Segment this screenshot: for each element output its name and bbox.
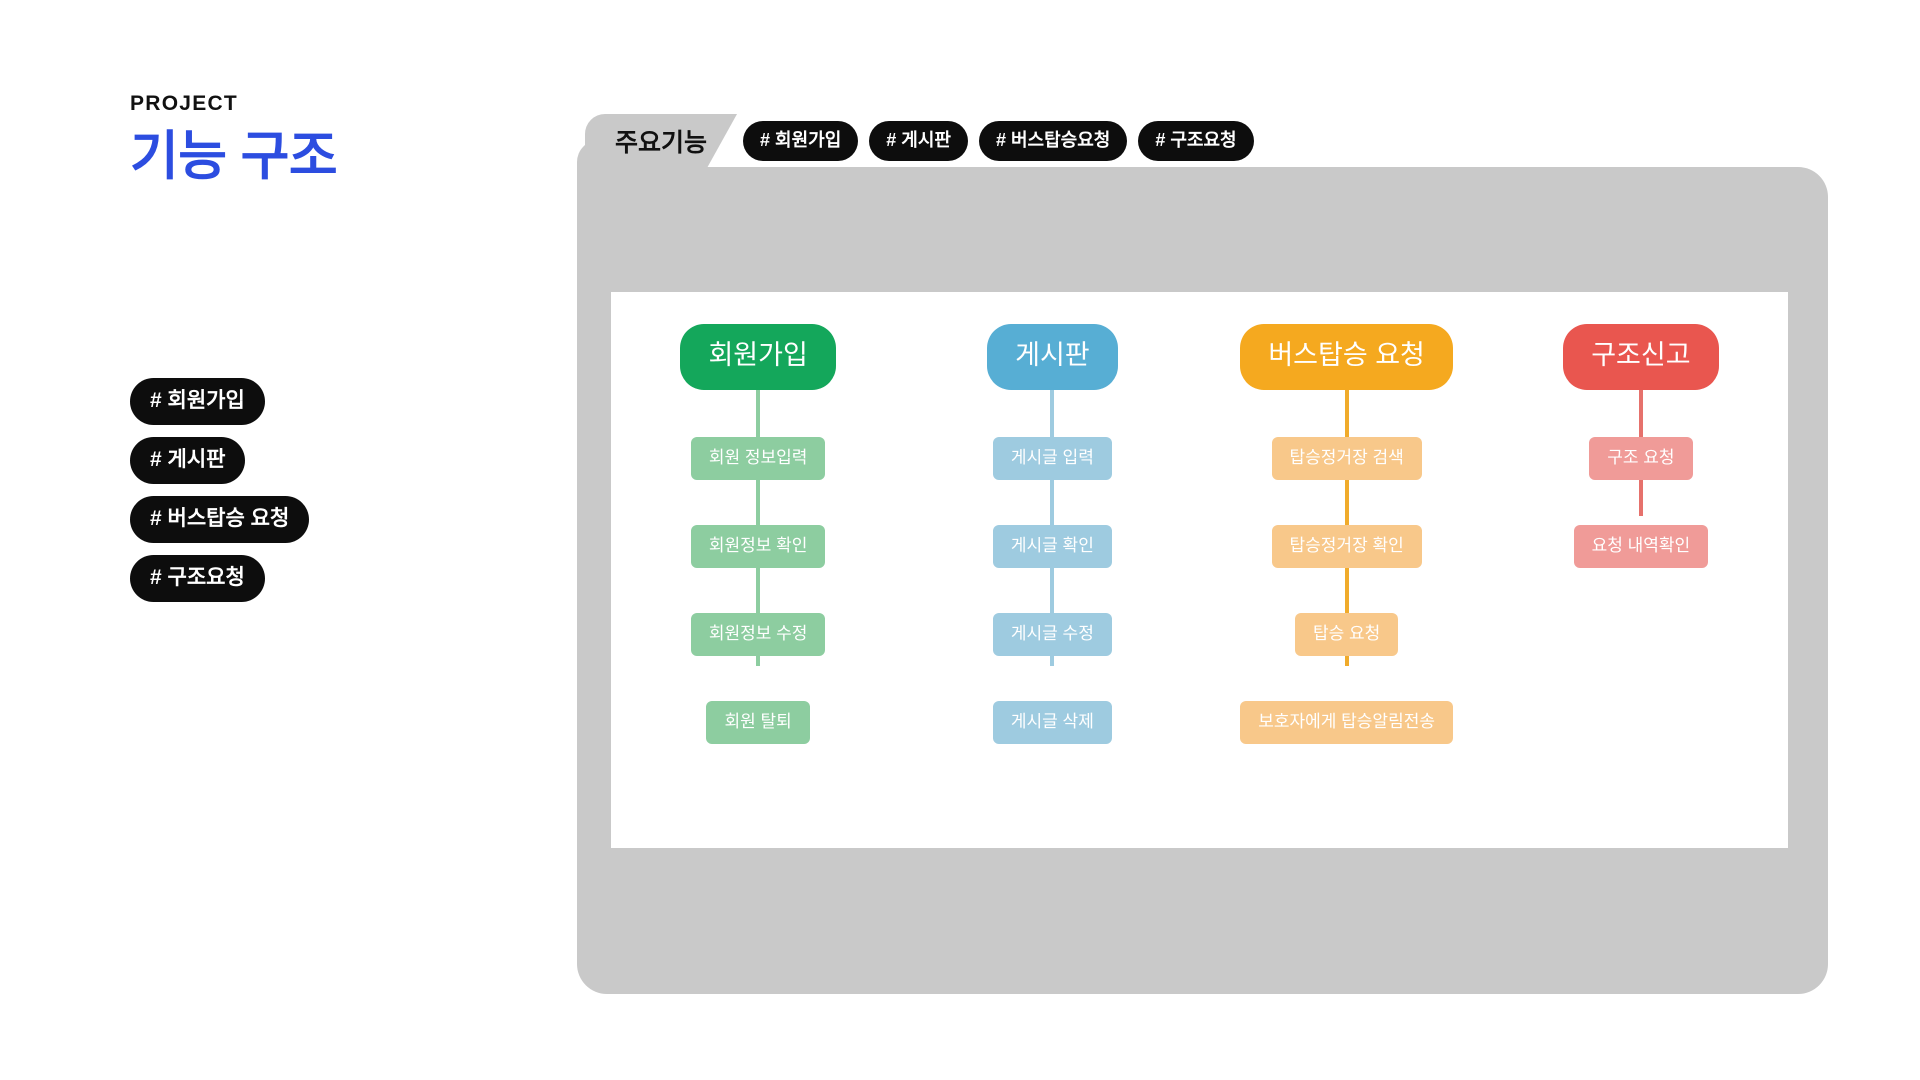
panel-chip-label: # 회원가입	[760, 130, 842, 150]
flow-node-label: 보호자에게 탑승알림전송	[1258, 712, 1435, 731]
panel-chip-label: # 버스탑승요청	[995, 130, 1111, 150]
flow-node[interactable]: 요청 내역확인	[1573, 525, 1709, 568]
flow-node-label: 게시글 확인	[1010, 536, 1094, 555]
flow-column-header[interactable]: 버스탑승 요청	[1240, 324, 1453, 390]
flow-node[interactable]: 게시글 수정	[992, 613, 1112, 656]
sidebar-tag[interactable]: # 구조요청	[130, 555, 265, 602]
flow-node[interactable]: 게시글 확인	[992, 525, 1112, 568]
flow-node-label: 게시글 입력	[1010, 448, 1094, 467]
page-title: 기능 구조	[130, 127, 338, 187]
flow-node-label: 요청 내역확인	[1591, 536, 1691, 555]
flow-column-header-label: 회원가입	[708, 340, 808, 370]
panel-tab-row: 주요기능 # 회원가입 # 게시판 # 버스탑승요청 # 구조요청	[585, 114, 1254, 168]
flow-column-header[interactable]: 게시판	[987, 324, 1118, 390]
flow-node-label: 게시글 삭제	[1010, 712, 1094, 731]
sidebar-tag-label: # 게시판	[150, 448, 226, 471]
panel-chip-label: # 게시판	[886, 130, 951, 150]
flow-node[interactable]: 게시글 입력	[992, 437, 1112, 480]
flow-column-header[interactable]: 구조신고	[1563, 324, 1719, 390]
panel-chip-label: # 구조요청	[1155, 130, 1237, 150]
flow-connector-line	[1050, 366, 1055, 666]
sidebar-tag-label: # 버스탑승 요청	[150, 507, 290, 530]
flow-connector-line	[756, 366, 761, 666]
flow-node-label: 회원 정보입력	[708, 448, 808, 467]
flow-node-label: 구조 요청	[1607, 448, 1675, 467]
tab-main-feature[interactable]: 주요기능	[585, 114, 737, 168]
flow-column-header[interactable]: 회원가입	[680, 324, 836, 390]
tab-main-feature-label: 주요기능	[615, 129, 708, 157]
title-block: PROJECT 기능 구조	[130, 92, 460, 188]
panel-chip[interactable]: # 구조요청	[1138, 121, 1254, 161]
flow-node-label: 게시글 수정	[1010, 624, 1094, 643]
flow-node[interactable]: 회원정보 수정	[690, 613, 826, 656]
flow-column-header-label: 버스탑승 요청	[1268, 340, 1425, 370]
flow-node-label: 회원정보 확인	[708, 536, 808, 555]
sidebar-tag-list: # 회원가입 # 게시판 # 버스탑승 요청 # 구조요청	[130, 378, 310, 602]
flow-node[interactable]: 탑승정거장 확인	[1271, 525, 1422, 568]
sidebar-tag[interactable]: # 회원가입	[130, 378, 265, 425]
flow-column-header-label: 구조신고	[1591, 340, 1691, 370]
flow-node-label: 탑승 요청	[1312, 624, 1381, 643]
flow-node-label: 탑승정거장 검색	[1289, 448, 1404, 467]
flow-node[interactable]: 보호자에게 탑승알림전송	[1240, 701, 1453, 744]
sidebar-tag-label: # 구조요청	[150, 566, 245, 589]
flow-node[interactable]: 구조 요청	[1589, 437, 1693, 480]
flow-node-label: 회원 탈퇴	[724, 712, 792, 731]
flow-connector-line	[1344, 366, 1349, 666]
project-eyebrow: PROJECT	[130, 92, 239, 115]
panel-chip[interactable]: # 버스탑승요청	[978, 121, 1128, 161]
flow-node[interactable]: 회원 정보입력	[690, 437, 826, 480]
flow-node[interactable]: 탑승정거장 검색	[1271, 437, 1422, 480]
flow-node-label: 회원정보 수정	[708, 624, 808, 643]
flow-column-header-label: 게시판	[1015, 340, 1090, 370]
flow-node[interactable]: 회원정보 확인	[690, 525, 826, 568]
flow-node[interactable]: 게시글 삭제	[992, 701, 1112, 744]
sidebar-tag-label: # 회원가입	[150, 389, 245, 412]
flow-node-label: 탑승정거장 확인	[1289, 536, 1404, 555]
flow-node[interactable]: 회원 탈퇴	[706, 701, 810, 744]
panel-chip[interactable]: # 회원가입	[743, 121, 859, 161]
panel-chip[interactable]: # 게시판	[869, 121, 968, 161]
sidebar-tag[interactable]: # 버스탑승 요청	[130, 496, 310, 543]
panel-chip-list: # 회원가입 # 게시판 # 버스탑승요청 # 구조요청	[743, 121, 1254, 161]
flow-node[interactable]: 탑승 요청	[1294, 613, 1399, 656]
sidebar-tag[interactable]: # 게시판	[130, 437, 246, 484]
